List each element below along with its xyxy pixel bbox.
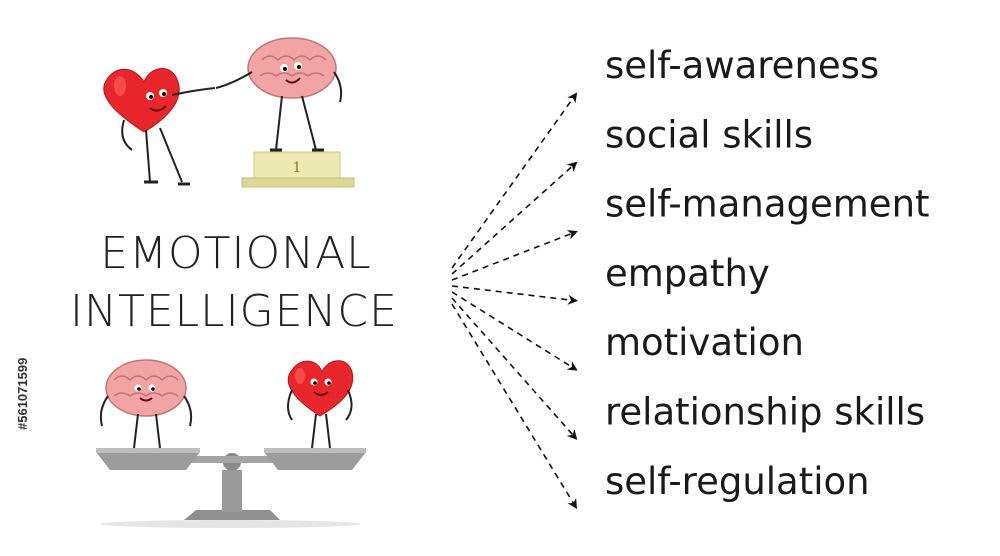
arrow-4 <box>451 285 578 305</box>
arrow-5 <box>451 291 578 371</box>
title-line-1: EMOTIONAL <box>100 228 371 279</box>
podium: 1 <box>241 151 355 188</box>
title-line-2: INTELLIGENCE <box>70 286 398 337</box>
skills-list: self-awareness social skills self-manageme… <box>605 44 930 503</box>
skill-label: relationship skills <box>605 391 925 434</box>
podium-number: 1 <box>293 160 302 176</box>
scale-illustration <box>96 448 366 528</box>
arrow-2 <box>451 161 578 275</box>
arrow-1 <box>451 92 578 269</box>
skill-label: self-management <box>605 183 930 226</box>
heart-character-top <box>103 68 216 186</box>
arrow-3 <box>451 230 578 281</box>
skill-label: self-awareness <box>605 44 879 87</box>
skill-label: social skills <box>605 113 813 156</box>
skill-label: motivation <box>605 321 804 364</box>
brain-character-bottom <box>99 359 193 449</box>
skill-label: empathy <box>605 252 770 295</box>
side-stock-id: #561071599 <box>15 358 30 430</box>
heart-character-bottom <box>287 360 354 449</box>
podium-illustration: 1 <box>103 37 355 188</box>
skill-label: self-regulation <box>605 460 870 503</box>
brain-character-top <box>215 37 343 152</box>
arrow-group <box>451 92 578 510</box>
arrow-7 <box>451 303 578 510</box>
arrow-6 <box>451 297 578 440</box>
